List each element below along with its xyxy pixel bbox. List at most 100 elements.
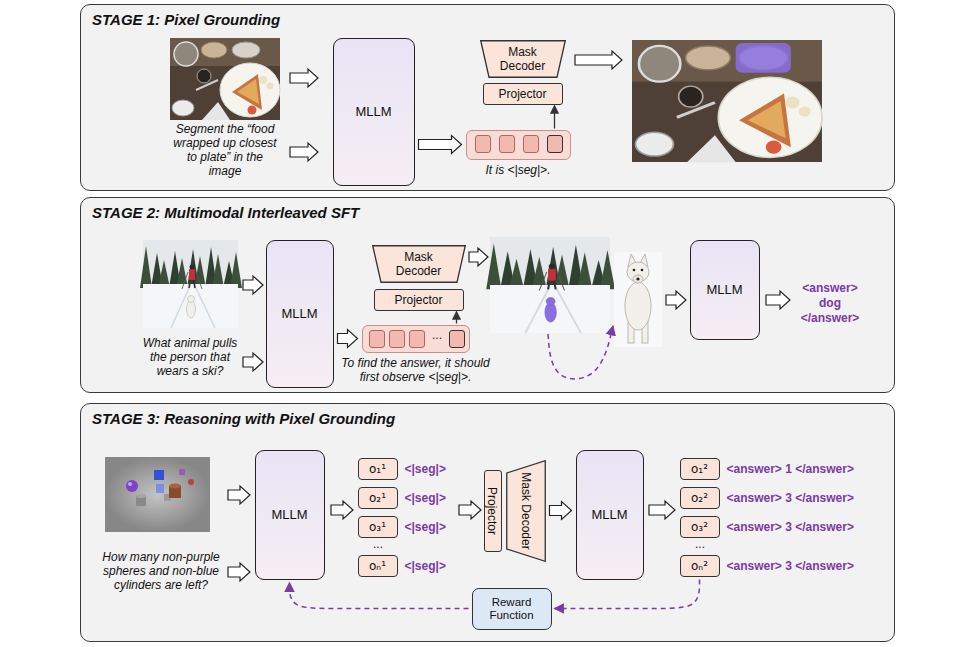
- stage-ground: [81, 5, 895, 191]
- token-cell: [389, 330, 405, 348]
- trapezoid-shape: [372, 245, 465, 282]
- napkin: [687, 135, 735, 162]
- hollow-arrow: [243, 276, 263, 294]
- stage-panel: STAGE 3: Reasoning with Pixel GroundingM…: [80, 403, 895, 642]
- token-tag: <|seg|>: [405, 462, 446, 476]
- tree: [509, 259, 524, 290]
- box-label: MLLM: [271, 507, 307, 522]
- output-token: o₃²<answer> 3 </answer>: [680, 516, 720, 538]
- ellipsis: ...: [358, 537, 398, 551]
- box-label: MLLM: [355, 104, 391, 119]
- token-symbol: o₃²: [681, 520, 719, 534]
- token-symbol: o₁²: [681, 462, 719, 476]
- ski-photo: [140, 240, 242, 328]
- sphere-shine: [128, 482, 132, 486]
- box-label: Projector: [498, 87, 546, 101]
- tree: [158, 260, 170, 288]
- projector-box: Projector: [374, 289, 464, 311]
- red-sphere: [188, 479, 194, 485]
- mllm-box: MLLM: [576, 450, 644, 580]
- dog-head: [627, 262, 649, 282]
- label-anchor: ...: [358, 537, 398, 551]
- glass: [174, 42, 198, 66]
- mug: [172, 100, 194, 116]
- reward-feedback: [555, 580, 700, 609]
- tree: [532, 257, 547, 290]
- blue-cube: [154, 470, 164, 480]
- token-tag: <|seg|>: [405, 520, 446, 534]
- pizza: [739, 94, 791, 148]
- sky: [143, 240, 238, 328]
- leg: [194, 279, 196, 288]
- stage-ground: [81, 404, 895, 642]
- segmented-food-photo: [632, 40, 822, 162]
- dog-nose: [636, 277, 639, 280]
- snow: [143, 284, 238, 328]
- token-tag: <|seg|>: [405, 491, 446, 505]
- dog-head: [188, 296, 195, 303]
- stage-title: STAGE 3: Reasoning with Pixel Grounding: [92, 410, 894, 427]
- snow-crop: [614, 252, 662, 347]
- plate: [718, 77, 822, 157]
- cylinder-top: [136, 494, 146, 498]
- spoon: [196, 80, 218, 90]
- label-anchor: <answer> dog </answer>: [795, 281, 865, 326]
- tree: [140, 246, 152, 288]
- input-question: Segment the “food wrapped up closest to …: [170, 122, 280, 178]
- token-symbol: oₙ¹: [359, 559, 397, 573]
- head: [190, 265, 195, 270]
- signal-arrow: [554, 106, 555, 129]
- sky: [490, 237, 610, 333]
- tree: [176, 258, 188, 288]
- snow: [490, 285, 610, 333]
- token-symbol: o₁¹: [359, 462, 397, 476]
- dog-head: [546, 298, 555, 306]
- output-token: oₙ¹<|seg|>: [358, 555, 398, 577]
- hollow-arrow: [766, 291, 790, 309]
- mask-decoder: Mask Decoder: [372, 245, 466, 283]
- purple-sphere: [126, 480, 138, 492]
- plate: [220, 63, 280, 117]
- output-token: o₃¹<|seg|>: [358, 516, 398, 538]
- token-cell: [499, 135, 515, 153]
- mask-decoder: Mask Decoder: [480, 40, 566, 78]
- leg: [189, 279, 191, 288]
- projector-box: Projector: [484, 470, 502, 552]
- table: [170, 38, 280, 120]
- box-label: Reward Function: [481, 596, 543, 622]
- hollow-arrow: [228, 486, 250, 504]
- label-anchor: Segment the “food wrapped up closest to …: [170, 122, 280, 178]
- token-cell: [547, 135, 563, 153]
- reward-feedback: [290, 583, 469, 609]
- tree: [600, 250, 615, 289]
- sauce: [766, 140, 782, 153]
- ski-track: [556, 287, 581, 333]
- answer-text: <answer> dog </answer>: [795, 281, 865, 326]
- food-ball: [259, 76, 267, 84]
- jacket: [548, 269, 556, 281]
- mask-decoder: Mask Decoder: [506, 460, 546, 562]
- pizza-top: [748, 101, 786, 138]
- stage-title: STAGE 2: Multimodal Interleaved SFT: [92, 204, 894, 221]
- cylinder-top: [169, 484, 181, 489]
- cup: [679, 86, 703, 107]
- token-cell: [409, 330, 425, 348]
- food-ball: [799, 106, 811, 116]
- wrapped-food: [232, 42, 260, 58]
- token-tag: <|seg|>: [405, 559, 446, 573]
- mllm-box: MLLM: [266, 240, 334, 388]
- tree: [230, 252, 242, 288]
- mllm-box: MLLM: [690, 240, 760, 340]
- hollow-arrow: [649, 501, 675, 519]
- hollow-arrow: [419, 136, 462, 154]
- token-caption: To find the answer, it should first obse…: [341, 356, 491, 384]
- tree: [486, 244, 501, 290]
- token-cell: [449, 330, 465, 348]
- box-label: Mask Decoder: [493, 45, 553, 73]
- hollow-arrow: [228, 563, 250, 581]
- output-token: o₂²<answer> 3 </answer>: [680, 487, 720, 509]
- ski-pole: [557, 272, 565, 291]
- reward-box: Reward Function: [472, 588, 552, 630]
- token-symbol: o₂²: [681, 491, 719, 505]
